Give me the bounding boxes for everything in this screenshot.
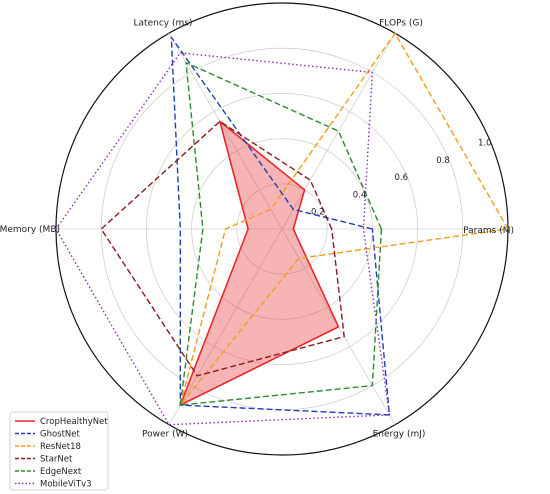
grid-spoke-1 [281, 33, 396, 230]
axis-label-4: Power (W) [142, 430, 188, 440]
legend-label-3: StarNet [40, 455, 73, 465]
legend-label-4: EdgeNext [40, 467, 82, 477]
grid-spoke-4 [168, 228, 283, 425]
legend-label-2: ResNet18 [40, 442, 81, 452]
rtick-label-4: 1.0 [478, 139, 492, 149]
series-mobilevitv3-line [55, 52, 391, 426]
axis-label-5: Energy (mJ) [373, 430, 426, 440]
axis-label-1: FLOPs (G) [379, 18, 423, 28]
legend-label-0: CropHealthyNet [40, 417, 108, 427]
axis-label-3: Peak Memory (MB) [0, 225, 60, 235]
grid-spoke-2 [168, 33, 283, 230]
series-resnet18-line [179, 32, 509, 406]
series-starnet-line [100, 120, 345, 377]
series-edgenext-line [179, 61, 383, 406]
rtick-label-3: 0.8 [436, 156, 450, 166]
series-crophealthynet-line [179, 120, 340, 406]
legend-label-5: MobileViTv3 [40, 480, 92, 490]
axis-label-2: Latency (ms) [134, 18, 193, 28]
rtick-label-1: 0.4 [353, 190, 367, 200]
legend: CropHealthyNetGhostNetResNet18StarNetEdg… [9, 411, 109, 491]
axis-label-0: Params (M) [463, 226, 514, 236]
radar-series [55, 32, 509, 426]
legend-label-1: GhostNet [40, 430, 81, 440]
rtick-label-0: 0.2 [311, 208, 325, 218]
rtick-label-2: 0.6 [395, 173, 409, 183]
